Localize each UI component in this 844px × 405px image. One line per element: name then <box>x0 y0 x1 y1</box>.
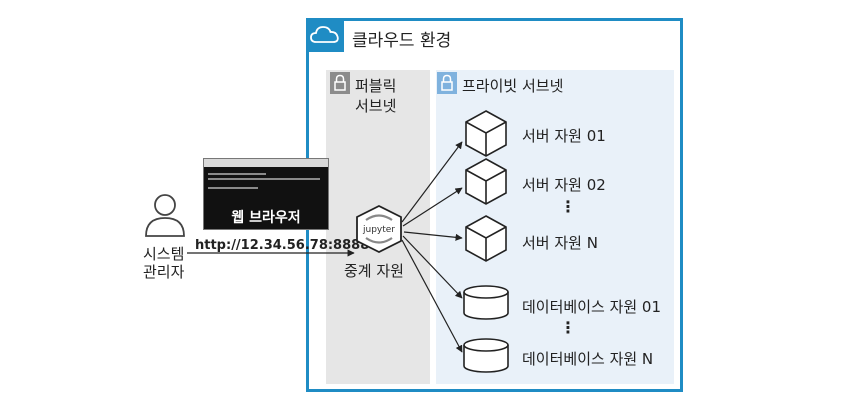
browser-text-line <box>208 178 320 180</box>
relay-to-server-n-arrow <box>403 231 463 241</box>
database-cylinder-icon <box>463 338 509 373</box>
jupyter-relay-icon: jupyter <box>356 204 402 254</box>
admin-label-2: 관리자 <box>143 263 185 281</box>
private-subnet-label: 프라이빗 서브넷 <box>462 77 564 95</box>
relay-to-db-n-arrow <box>401 239 463 353</box>
server-label: 서버 자원 02 <box>522 176 606 194</box>
database-cylinder-icon <box>463 285 509 320</box>
terminal-window-icon: 웹 브라우저 <box>203 158 329 230</box>
cloud-title: 클라우드 환경 <box>352 31 452 51</box>
relay-label: 중계 자원 <box>344 262 404 280</box>
access-url: http://12.34.56.78:8888 <box>195 238 370 253</box>
database-ellipsis: ⋮ <box>560 318 576 337</box>
cloud-badge <box>306 18 344 52</box>
cloud-icon <box>310 26 339 43</box>
lock-icon <box>441 74 453 91</box>
public-subnet-badge <box>330 72 350 94</box>
public-subnet-label-1: 퍼블릭 <box>355 77 397 95</box>
relay-to-db-01-arrow <box>402 235 463 299</box>
server-cube-icon <box>465 110 507 157</box>
private-subnet-badge <box>437 72 457 94</box>
browser-title-bar <box>204 159 328 167</box>
jupyter-logo-text: jupyter <box>362 225 395 235</box>
server-cube-icon <box>465 158 507 205</box>
server-cube-icon <box>465 215 507 262</box>
lock-icon <box>334 74 346 91</box>
admin-label-1: 시스템 <box>143 245 185 263</box>
public-subnet-label-2: 서브넷 <box>355 97 397 115</box>
browser-text-line <box>208 173 266 175</box>
database-label: 데이터베이스 자원 01 <box>522 298 662 316</box>
relay-to-server-01-arrow <box>401 141 463 223</box>
database-label: 데이터베이스 자원 N <box>522 350 654 368</box>
server-ellipsis: ⋮ <box>560 197 576 216</box>
browser-label: 웹 브라우저 <box>231 210 301 226</box>
server-label: 서버 자원 N <box>522 234 598 252</box>
server-label: 서버 자원 01 <box>522 127 606 145</box>
user-icon <box>145 194 185 237</box>
relay-to-server-02-arrow <box>402 187 463 227</box>
browser-text-line <box>208 187 258 189</box>
